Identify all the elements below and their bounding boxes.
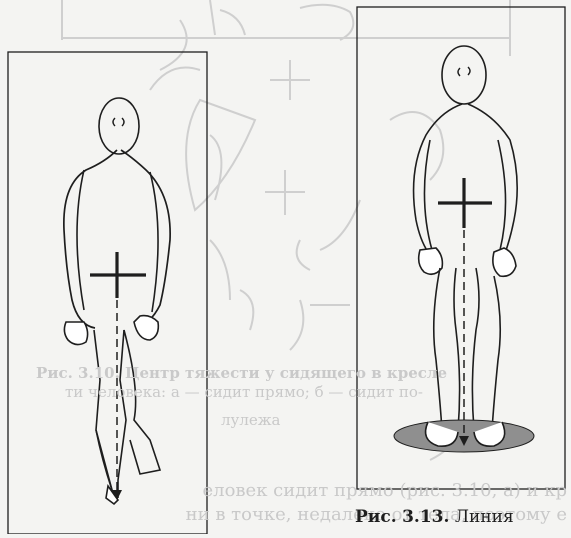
figure-right-panel	[357, 7, 565, 489]
figure-left-panel	[8, 52, 207, 534]
center-of-gravity-marker-left	[90, 252, 146, 298]
bleed-through-body-line-1: еловек сидит прямо (рис. 3.10, а) и кр	[202, 480, 567, 501]
seated-figure-head	[442, 46, 486, 104]
bleed-through-caption-line-3: лулежа	[221, 411, 281, 429]
figure-caption-text: Линия	[455, 507, 514, 527]
figure-caption-number: 3.13.	[402, 507, 449, 527]
bleed-through-caption-line-2: ти человека: а — сидит прямо; б — сидит …	[65, 383, 423, 401]
right-panel-frame	[357, 7, 565, 489]
center-of-gravity-marker-right	[438, 178, 492, 228]
left-panel-frame	[8, 52, 207, 534]
figure-caption: Рис. 3.13. Линия	[355, 507, 514, 527]
figure-caption-label: Рис.	[355, 507, 397, 527]
bleed-through-caption-line-1: Рис. 3.10. Центр тяжести у сидящего в кр…	[36, 364, 447, 382]
standing-figure-head	[99, 98, 139, 154]
